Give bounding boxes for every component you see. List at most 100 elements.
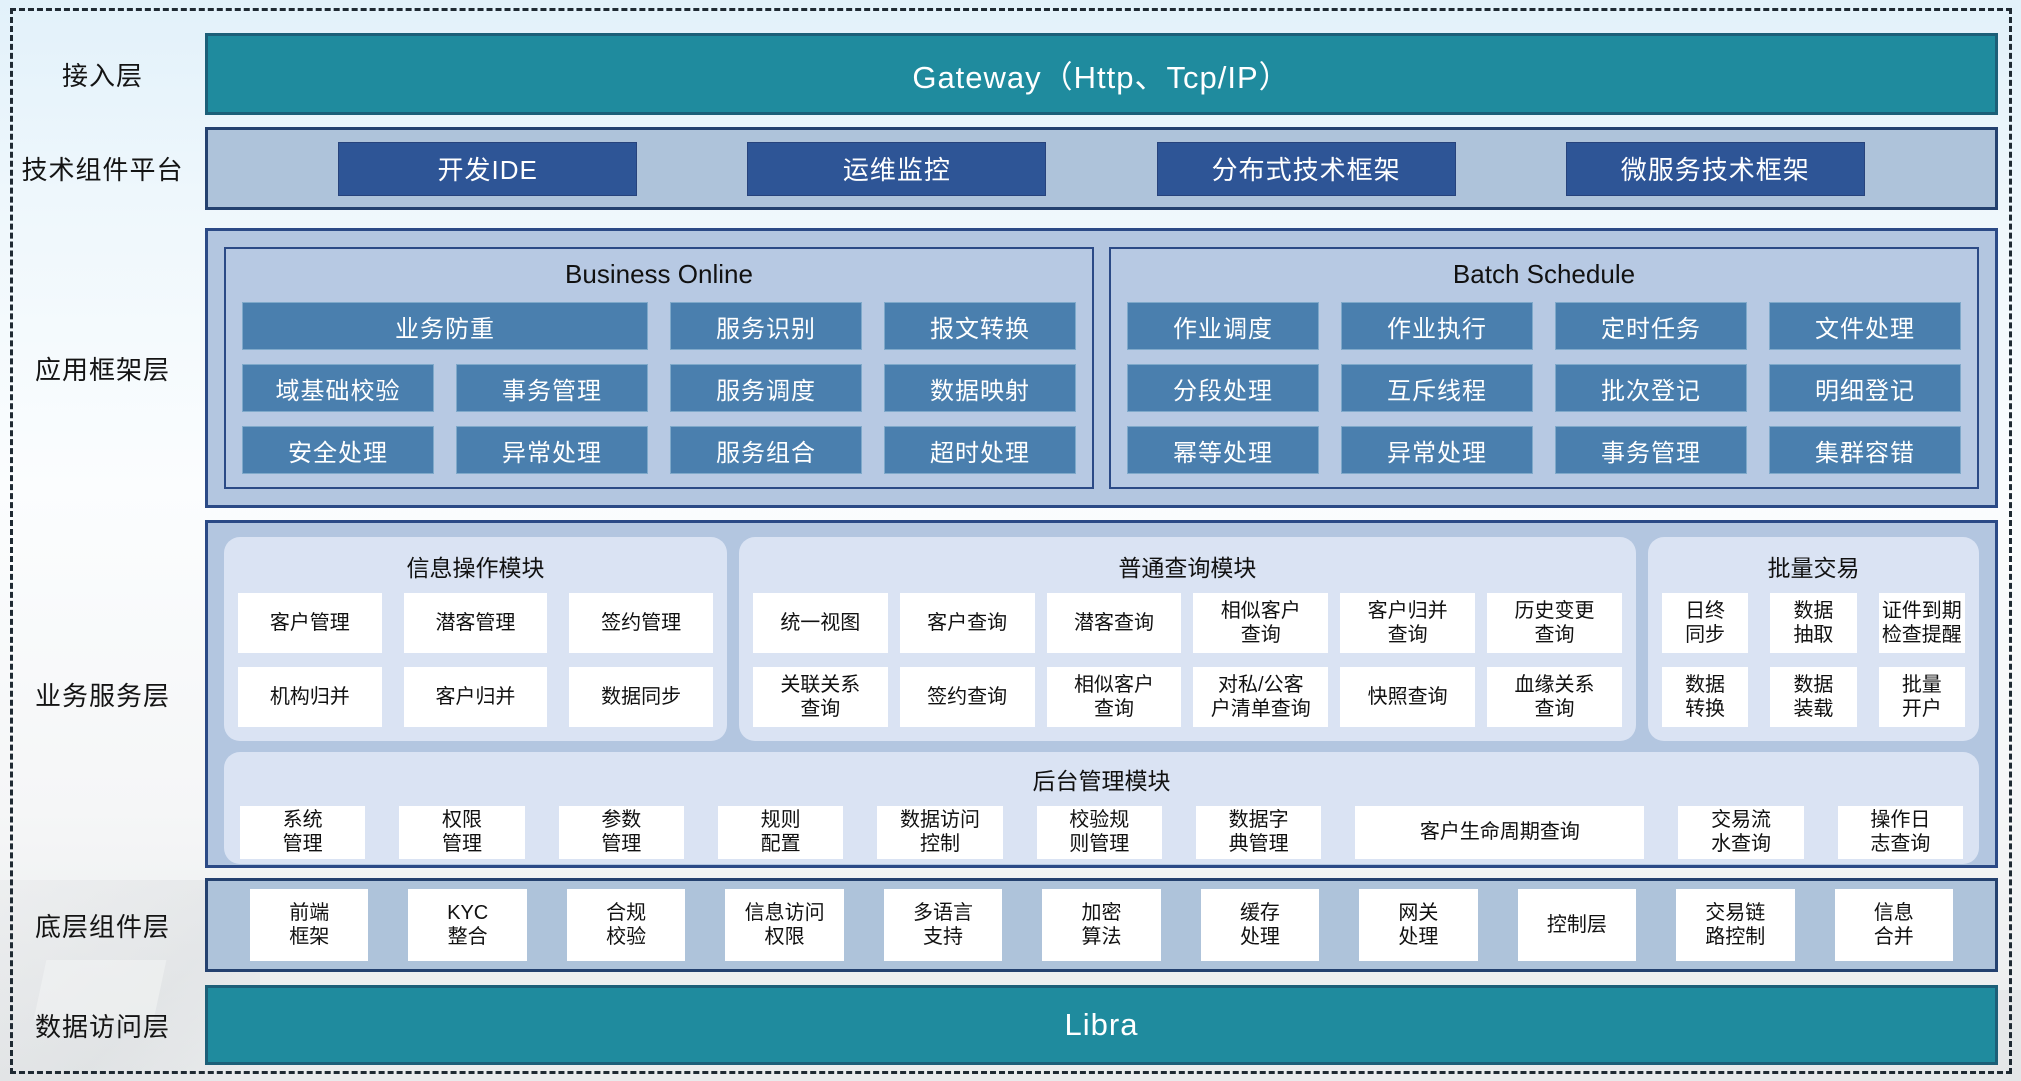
admin-cell: 客户生命周期查询 <box>1355 806 1645 859</box>
module-title: 后台管理模块 <box>1032 768 1171 794</box>
admin-cell: 数据字 典管理 <box>1195 806 1322 859</box>
base-cell: 控制层 <box>1517 889 1637 961</box>
framework-item: 事务管理 <box>1555 426 1747 474</box>
module-cell: 日终 同步 <box>1661 593 1749 653</box>
framework-item: 安全处理 <box>242 426 434 474</box>
module-cell: 客户归并 查询 <box>1340 593 1476 653</box>
module-cell: 相似客户 查询 <box>1046 667 1182 727</box>
framework-item: 互斥线程 <box>1341 364 1533 412</box>
service-module: 普通查询模块统一视图客户查询潜客查询相似客户 查询客户归并 查询历史变更 查询关… <box>738 537 1636 741</box>
framework-item: 服务组合 <box>670 426 862 474</box>
module-cell: 机构归并 <box>238 667 382 727</box>
service-module: 信息操作模块客户管理潜客管理签约管理机构归并客户归并数据同步 <box>224 537 727 741</box>
layer-label-app-framework: 应用框架层 <box>34 354 170 385</box>
framework-item: 域基础校验 <box>242 364 434 412</box>
module-cell: 签约查询 <box>899 667 1035 727</box>
module-cell: 相似客户 查询 <box>1193 593 1329 653</box>
base-cell: 加密 算法 <box>1042 889 1161 961</box>
framework-item: 作业执行 <box>1341 302 1533 350</box>
business-service-box: 信息操作模块客户管理潜客管理签约管理机构归并客户归并数据同步普通查询模块统一视图… <box>205 520 1998 868</box>
module-cell: 数据 抽取 <box>1770 593 1857 653</box>
layer-label-business-service: 业务服务层 <box>34 680 170 711</box>
framework-section-title: Batch Schedule <box>1452 259 1636 289</box>
framework-item: 业务防重 <box>242 302 648 350</box>
layer-row-access: 接入层 Gateway（Http、Tcp/IP） <box>0 33 2021 115</box>
tech-button: 运维监控 <box>747 141 1047 196</box>
module-cell: 对私/公客 户清单查询 <box>1193 667 1329 727</box>
module-title: 普通查询模块 <box>1118 555 1257 581</box>
tech-button: 分布式技术框架 <box>1156 141 1456 196</box>
framework-item: 幂等处理 <box>1127 426 1319 474</box>
base-cell: 缓存 处理 <box>1200 889 1320 961</box>
layer-label-tech-platform: 技术组件平台 <box>21 155 184 185</box>
admin-cell: 数据访问 控制 <box>877 806 1003 859</box>
framework-item: 分段处理 <box>1127 364 1319 412</box>
framework-item: 数据映射 <box>884 364 1076 412</box>
base-cell: 多语言 支持 <box>883 889 1003 961</box>
admin-cells-row: 系统 管理权限 管理参数 管理规则 配置数据访问 控制校验规 则管理数据字 典管… <box>240 806 1964 859</box>
framework-item: 服务调度 <box>670 364 862 412</box>
module-cell: 数据 转换 <box>1661 667 1749 727</box>
module-cell: 客户归并 <box>403 667 548 727</box>
framework-item: 报文转换 <box>884 302 1076 350</box>
base-cell: 信息访问 权限 <box>725 889 844 961</box>
layer-label-base-components: 底层组件层 <box>34 911 170 942</box>
admin-cell: 校验规 则管理 <box>1036 806 1162 859</box>
module-cell: 关联关系 查询 <box>752 667 888 727</box>
framework-item: 异常处理 <box>456 426 648 474</box>
base-cell: KYC 整合 <box>408 889 527 961</box>
base-cell: 交易链 路控制 <box>1676 889 1795 961</box>
tech-button: 开发IDE <box>338 141 638 196</box>
framework-item: 定时任务 <box>1555 302 1747 350</box>
framework-item: 明细登记 <box>1769 364 1961 412</box>
module-cell: 批量 开户 <box>1878 667 1965 727</box>
base-cell: 信息 合并 <box>1834 889 1953 961</box>
framework-item: 服务识别 <box>670 302 862 350</box>
framework-section-business-online: Business Online 业务防重服务识别报文转换域基础校验事务管理服务调… <box>224 247 1094 489</box>
module-title: 批量交易 <box>1767 555 1860 581</box>
module-cell: 签约管理 <box>569 593 713 653</box>
framework-grid: 作业调度作业执行定时任务文件处理分段处理互斥线程批次登记明细登记幂等处理异常处理… <box>1127 302 1961 475</box>
layer-label-data-access: 数据访问层 <box>34 1011 170 1042</box>
framework-item: 事务管理 <box>456 364 648 412</box>
module-grid: 客户管理潜客管理签约管理机构归并客户归并数据同步 <box>238 593 713 727</box>
module-cell: 快照查询 <box>1340 667 1476 727</box>
module-cell: 潜客查询 <box>1046 593 1182 653</box>
base-cell: 前端 框架 <box>250 889 369 961</box>
framework-section-batch-schedule: Batch Schedule 作业调度作业执行定时任务文件处理分段处理互斥线程批… <box>1109 247 1979 489</box>
module-grid: 统一视图客户查询潜客查询相似客户 查询客户归并 查询历史变更 查询关联关系 查询… <box>752 593 1622 727</box>
framework-section-title: Business Online <box>565 259 753 289</box>
libra-bar: Libra <box>205 985 1998 1065</box>
framework-item: 集群容错 <box>1769 426 1961 474</box>
module-cell: 证件到期 检查提醒 <box>1878 593 1965 653</box>
service-modules-row: 信息操作模块客户管理潜客管理签约管理机构归并客户归并数据同步普通查询模块统一视图… <box>224 537 1979 741</box>
module-cell: 客户管理 <box>238 593 382 653</box>
module-cell: 统一视图 <box>752 593 888 653</box>
module-cell: 客户查询 <box>899 593 1035 653</box>
app-framework-box: Business Online 业务防重服务识别报文转换域基础校验事务管理服务调… <box>205 228 1998 508</box>
layer-row-business-service: 业务服务层 信息操作模块客户管理潜客管理签约管理机构归并客户归并数据同步普通查询… <box>0 520 2021 868</box>
admin-cell: 交易流 水查询 <box>1678 806 1804 859</box>
gateway-bar: Gateway（Http、Tcp/IP） <box>205 33 1998 115</box>
framework-grid: 业务防重服务识别报文转换域基础校验事务管理服务调度数据映射安全处理异常处理服务组… <box>242 302 1076 475</box>
module-cell: 数据同步 <box>569 667 713 727</box>
admin-cell: 操作日 志查询 <box>1837 806 1964 859</box>
service-module: 批量交易日终 同步数据 抽取证件到期 检查提醒数据 转换数据 装载批量 开户 <box>1647 537 1979 741</box>
module-cell: 数据 装载 <box>1770 667 1857 727</box>
layer-row-app-framework: 应用框架层 Business Online 业务防重服务识别报文转换域基础校验事… <box>0 228 2021 508</box>
framework-item: 超时处理 <box>884 426 1076 474</box>
framework-item: 作业调度 <box>1127 302 1319 350</box>
framework-item: 异常处理 <box>1341 426 1533 474</box>
module-cell: 历史变更 查询 <box>1487 593 1622 653</box>
framework-item: 文件处理 <box>1769 302 1961 350</box>
admin-cell: 规则 配置 <box>717 806 844 859</box>
module-title: 信息操作模块 <box>406 555 545 581</box>
layer-row-data-access: 数据访问层 Libra <box>0 985 2021 1065</box>
module-cell: 血缘关系 查询 <box>1487 667 1622 727</box>
